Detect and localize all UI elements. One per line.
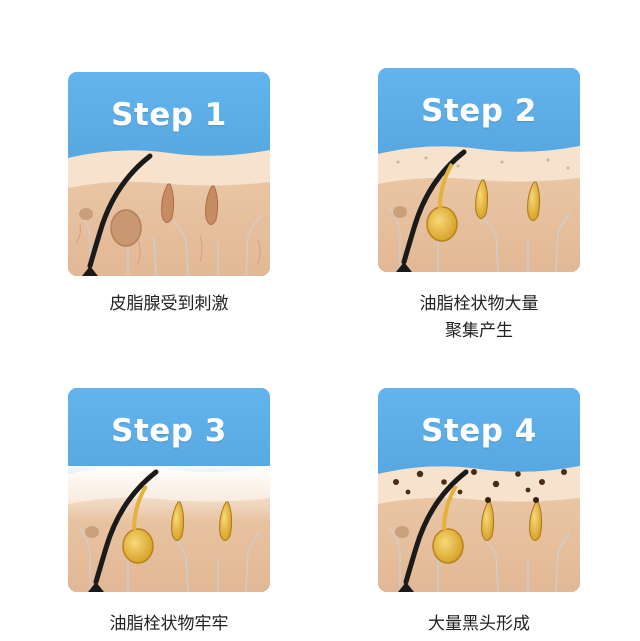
step-card-1: Step 1 [68,72,270,276]
caption-line: 油脂栓状物牢牢 [109,614,229,634]
caption-line: 皮脂腺受到刺激 [109,294,229,314]
step-caption-2: 油脂栓状物大量 聚集产生 [354,291,604,345]
step-card-4: Step 4 [378,388,580,592]
step-header: Step 1 [68,72,270,158]
skin-illustration [68,150,270,276]
skin-illustration [378,466,580,592]
caption-line: 大量黑头形成 [428,614,530,634]
step-header: Step 3 [68,388,270,474]
step-title: Step 3 [111,413,227,449]
caption-line: 油脂栓状物大量 [419,294,539,314]
step-header: Step 4 [378,388,580,474]
caption-line: 聚集产生 [445,321,513,341]
skin-illustration [378,146,580,272]
step-title: Step 4 [421,413,537,449]
step-card-2: Step 2 [378,68,580,272]
step-caption-1: 皮脂腺受到刺激 [44,291,294,318]
step-header: Step 2 [378,68,580,154]
step-title: Step 1 [111,97,227,133]
step-title: Step 2 [421,93,537,129]
step-card-3: Step 3 [68,388,270,592]
skin-illustration [68,466,270,592]
step-caption-3: 油脂栓状物牢牢 [44,611,294,638]
step-caption-4: 大量黑头形成 [354,611,604,638]
